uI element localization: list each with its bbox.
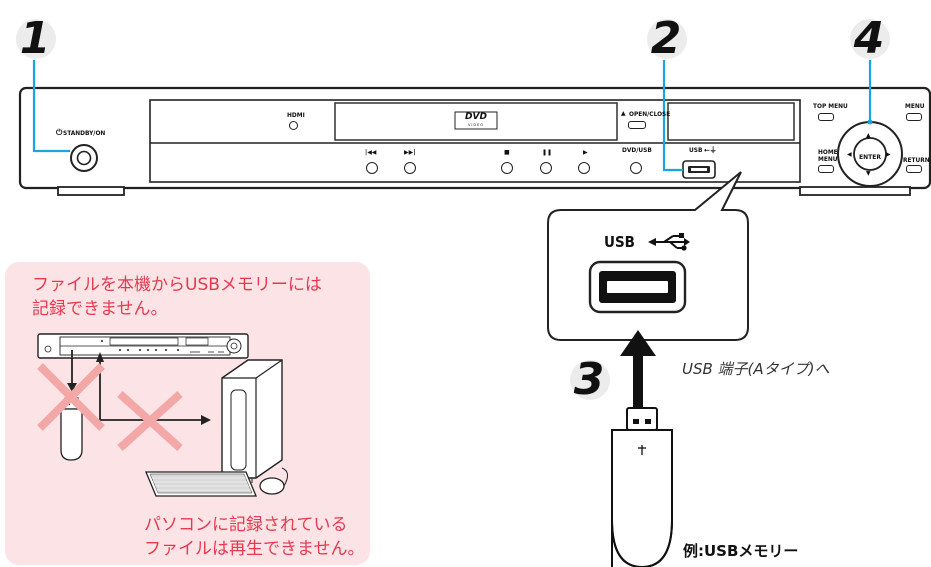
step-3-badge: 3	[566, 357, 612, 403]
skip-back-icon: |◀◀	[365, 149, 377, 156]
usb-memory-example: 例:USBメモリー	[683, 542, 799, 560]
enter-button[interactable]: ENTER	[854, 138, 886, 170]
nav-down-icon: ▼	[866, 170, 871, 177]
warning-text-top-line2: 記録できません。	[32, 299, 168, 319]
menu-label: MENU	[905, 102, 925, 110]
usb-trident-icon	[654, 235, 688, 249]
stop-icon: ■	[504, 149, 510, 156]
play-button[interactable]	[578, 162, 590, 174]
menu-button[interactable]	[906, 113, 922, 121]
usb-port-note: USB 端子(Aタイプ)へ	[682, 360, 830, 378]
dvd-logo-text: DVD	[465, 112, 487, 122]
open-close-button[interactable]	[628, 121, 646, 129]
dvd-usb-button[interactable]	[630, 162, 642, 174]
enter-label: ENTER	[859, 154, 881, 161]
stop-button[interactable]	[501, 162, 513, 174]
usb-symbol-icon: ⭠⏚	[704, 146, 717, 154]
top-menu-button[interactable]	[818, 113, 834, 121]
standby-on-label: STANDBY/ON	[63, 129, 106, 137]
nav-right-icon: ▶	[886, 151, 891, 158]
skip-forward-icon: ▶▶|	[404, 149, 416, 156]
top-menu-label: TOP MENU	[813, 102, 848, 110]
open-close-label: OPEN/CLOSE	[629, 110, 671, 118]
step-number: 2	[650, 13, 682, 64]
nav-up-icon: ▲	[866, 132, 871, 139]
home-menu-button[interactable]	[818, 165, 834, 173]
home-menu-label-line2: MENU	[818, 155, 838, 163]
step-badge-circle	[850, 19, 890, 59]
step-badge-circle	[16, 19, 56, 59]
step-number: 3	[573, 354, 605, 405]
step-4-badge: 4	[846, 16, 892, 62]
power-icon: ⏻	[56, 128, 63, 137]
hdmi-label: HDMI	[287, 111, 305, 119]
pause-button[interactable]	[540, 162, 552, 174]
dvd-logo: DVD VIDEO	[455, 112, 497, 129]
eject-icon: ▲	[621, 110, 626, 117]
skip-forward-button[interactable]	[404, 162, 416, 174]
usb-port-label: USB	[689, 146, 703, 154]
dvd-logo-subtext: VIDEO	[467, 123, 485, 127]
play-icon: ▶	[583, 149, 588, 156]
pause-icon: ❚❚	[542, 149, 553, 156]
warning-text-top-line1: ファイルを本機からUSBメモリーには	[32, 275, 322, 295]
warning-text-bottom-line2: ファイルは再生できません。	[144, 539, 365, 559]
step-number: 1	[19, 13, 51, 64]
hdmi-button[interactable]	[289, 121, 298, 130]
skip-back-button[interactable]	[366, 162, 378, 174]
step-badge-circle	[647, 19, 687, 59]
step-2-badge: 2	[643, 16, 689, 62]
step-1-badge: 1	[12, 16, 58, 62]
warning-text-bottom-line1: パソコンに記録されている	[144, 515, 348, 535]
dvd-usb-label: DVD/USB	[622, 146, 652, 154]
callout-usb-label: USB	[604, 233, 635, 251]
step-badge-circle	[570, 360, 610, 400]
return-label: RETURN	[903, 156, 930, 164]
nav-left-icon: ◀	[847, 151, 852, 158]
step-number: 4	[853, 13, 885, 64]
return-button[interactable]	[906, 165, 922, 173]
home-menu-label-line1: HOME	[818, 148, 838, 156]
